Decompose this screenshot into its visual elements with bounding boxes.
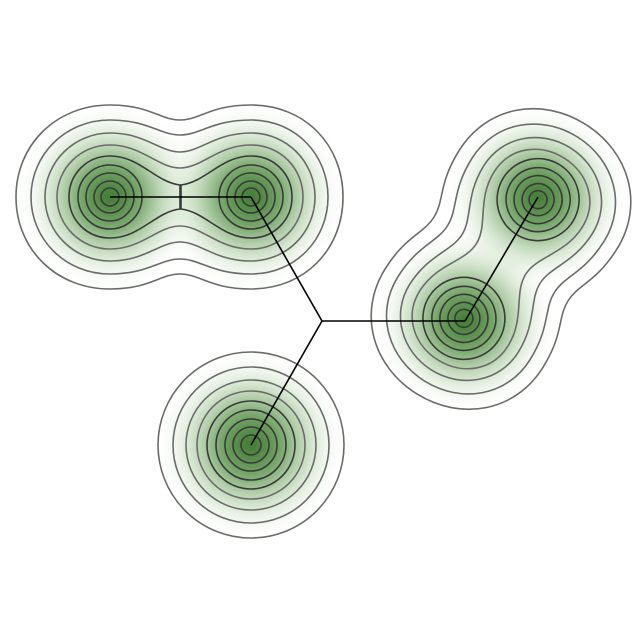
edge-hub-n3 xyxy=(250,320,323,446)
contour-ring xyxy=(172,366,330,524)
contour-ring xyxy=(157,351,345,539)
edge-n2-hub xyxy=(250,196,323,322)
contour-ring xyxy=(224,418,278,472)
contour-ring xyxy=(44,132,316,262)
contour-ring xyxy=(68,155,181,239)
contour-ring xyxy=(232,426,270,464)
contour-ring xyxy=(411,148,591,370)
contours-top-left-pair xyxy=(15,104,344,290)
contour-ring xyxy=(240,434,262,456)
edge-n4-n5 xyxy=(464,196,539,322)
contour-ring xyxy=(185,379,317,511)
contour-ring xyxy=(422,276,506,361)
contour-ring xyxy=(447,301,481,336)
contour-ring xyxy=(439,293,489,344)
contour-ring xyxy=(370,107,632,411)
contour-ring xyxy=(30,119,329,275)
contour-ring xyxy=(431,285,497,352)
tree-edges xyxy=(110,196,539,446)
contour-ring xyxy=(521,182,555,217)
contour-ring xyxy=(399,136,603,382)
contour-ring xyxy=(385,123,617,395)
contour-ring xyxy=(215,409,287,481)
contour-ring xyxy=(206,400,296,490)
contour-ring xyxy=(528,189,548,210)
contour-ring xyxy=(180,155,293,239)
contour-ring xyxy=(56,144,304,250)
contours-bottom-single xyxy=(157,351,345,539)
contour-ring xyxy=(454,308,474,329)
density-shading xyxy=(20,107,626,537)
contour-ring xyxy=(15,104,344,290)
contour-ring xyxy=(196,390,306,500)
